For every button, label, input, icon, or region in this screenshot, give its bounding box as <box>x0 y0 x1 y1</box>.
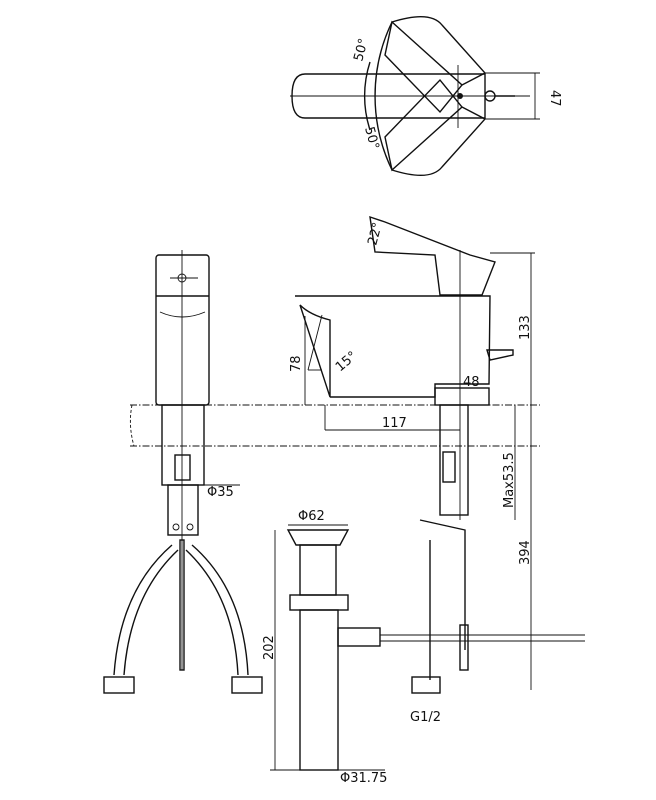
drain-pipe-diameter-label: Φ31.75 <box>340 771 387 786</box>
deck <box>129 404 540 447</box>
top-view: 50° 50° 47 <box>290 16 562 176</box>
top-height-label: 47 <box>547 90 562 107</box>
overall-length-label: 394 <box>518 540 533 565</box>
drain-top-diameter-label: Φ62 <box>298 509 325 524</box>
handle-angle-label: 22° <box>365 221 385 247</box>
drain-length-label: 202 <box>262 635 277 660</box>
spout-angle-label: 15° <box>333 349 360 375</box>
top-angle-lower-label: 50° <box>361 125 381 151</box>
spout-height-label: 78 <box>289 355 304 372</box>
thread-label: G1/2 <box>410 710 441 725</box>
shank-diameter-label: Φ35 <box>207 485 234 500</box>
max-deck-thickness-label: Max53.5 <box>502 452 517 508</box>
side-view: 22° 78 15° 133 48 117 Max53.5 394 G1/2 <box>289 215 585 725</box>
base-width-label: 48 <box>463 375 480 390</box>
total-height-label: 133 <box>518 315 533 340</box>
top-angle-upper-label: 50° <box>351 37 371 63</box>
spout-reach-label: 117 <box>382 416 407 431</box>
front-view: Φ35 <box>103 250 263 694</box>
drain-view: Φ62 202 Φ31.75 <box>262 509 387 786</box>
